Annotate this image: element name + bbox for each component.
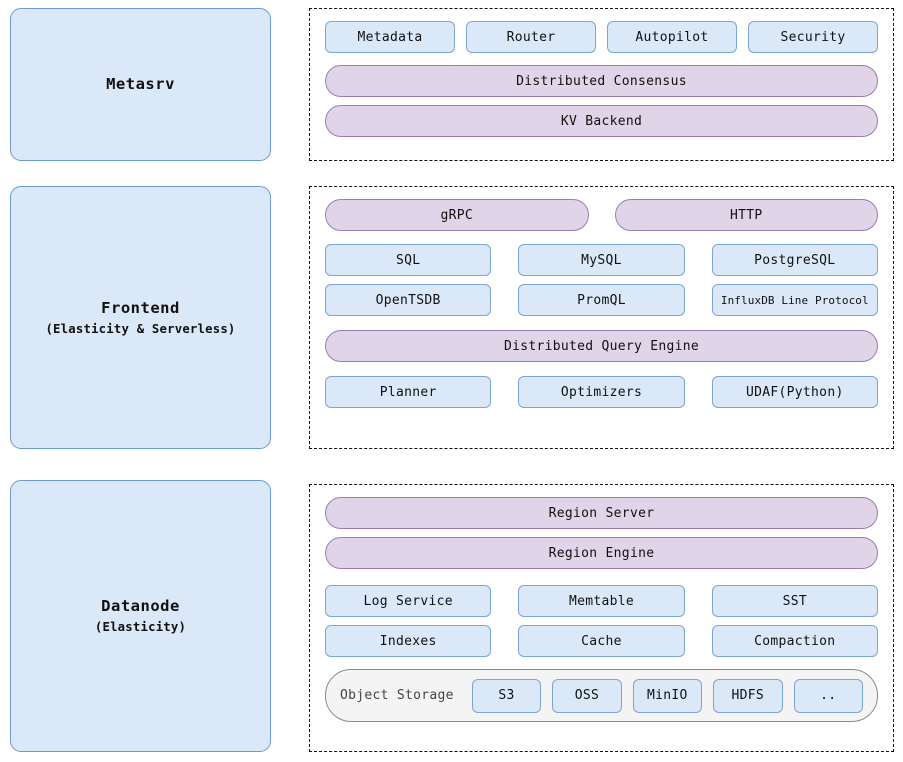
panel-frontend: gRPC HTTP SQL MySQL PostgreSQL OpenTSDB … xyxy=(309,186,894,449)
row-kv-backend: KV Backend xyxy=(325,105,878,137)
node-card-metasrv: Metasrv xyxy=(10,8,271,161)
chip-compaction[interactable]: Compaction xyxy=(711,625,878,657)
row-metasrv-services: Metadata Router Autopilot Security xyxy=(325,21,878,53)
panel-datanode: Region Server Region Engine Log Service … xyxy=(309,484,894,752)
chip-opentsdb[interactable]: OpenTSDB xyxy=(325,284,492,316)
chip-more[interactable]: .. xyxy=(793,678,863,713)
row-frontend-protocols: gRPC HTTP xyxy=(325,199,878,231)
pill-distributed-consensus[interactable]: Distributed Consensus xyxy=(325,65,878,97)
chip-router[interactable]: Router xyxy=(466,21,596,53)
chip-promql[interactable]: PromQL xyxy=(518,284,685,316)
row-region-engine: Region Engine xyxy=(325,537,878,569)
row-distributed-consensus: Distributed Consensus xyxy=(325,65,878,97)
chip-sql[interactable]: SQL xyxy=(325,244,492,276)
chip-hdfs[interactable]: HDFS xyxy=(713,678,783,713)
pill-region-server[interactable]: Region Server xyxy=(325,497,878,529)
node-card-title: Metasrv xyxy=(106,74,175,93)
row-frontend-query-langs-2: OpenTSDB PromQL InfluxDB Line Protocol xyxy=(325,284,878,316)
chip-memtable[interactable]: Memtable xyxy=(518,585,685,617)
chip-sst[interactable]: SST xyxy=(711,585,878,617)
row-frontend-engine-parts: Planner Optimizers UDAF(Python) xyxy=(325,376,878,408)
row-distributed-query-engine: Distributed Query Engine xyxy=(325,330,878,362)
node-card-subtitle: (Elasticity) xyxy=(94,620,187,635)
chip-optimizers[interactable]: Optimizers xyxy=(518,376,685,408)
chip-mysql[interactable]: MySQL xyxy=(518,244,685,276)
object-storage-label: Object Storage xyxy=(340,688,454,703)
object-storage-backends: S3 OSS MinIO HDFS .. xyxy=(471,678,863,713)
pill-kv-backend[interactable]: KV Backend xyxy=(325,105,878,137)
panel-metasrv: Metadata Router Autopilot Security Distr… xyxy=(309,8,894,161)
pill-region-engine[interactable]: Region Engine xyxy=(325,537,878,569)
chip-postgresql[interactable]: PostgreSQL xyxy=(711,244,878,276)
row-region-server: Region Server xyxy=(325,497,878,529)
node-card-subtitle: (Elasticity & Serverless) xyxy=(45,321,236,336)
row-storage-components-2: Indexes Cache Compaction xyxy=(325,625,878,657)
row-storage-components-1: Log Service Memtable SST xyxy=(325,585,878,617)
pill-distributed-query-engine[interactable]: Distributed Query Engine xyxy=(325,330,878,362)
chip-indexes[interactable]: Indexes xyxy=(325,625,492,657)
node-card-datanode: Datanode (Elasticity) xyxy=(10,480,271,752)
chip-s3[interactable]: S3 xyxy=(471,678,542,713)
row-frontend-query-langs-1: SQL MySQL PostgreSQL xyxy=(325,244,878,276)
object-storage-bar: Object Storage S3 OSS MinIO HDFS .. xyxy=(325,669,878,722)
chip-log-service[interactable]: Log Service xyxy=(325,585,492,617)
node-card-frontend: Frontend (Elasticity & Serverless) xyxy=(10,186,271,449)
chip-udaf-python[interactable]: UDAF(Python) xyxy=(711,376,878,408)
chip-oss[interactable]: OSS xyxy=(552,678,622,713)
chip-influxdb-line-protocol[interactable]: InfluxDB Line Protocol xyxy=(711,284,878,316)
row-object-storage: Object Storage S3 OSS MinIO HDFS .. xyxy=(325,669,878,722)
pill-grpc[interactable]: gRPC xyxy=(325,199,589,231)
node-card-title: Datanode xyxy=(101,597,180,616)
chip-autopilot[interactable]: Autopilot xyxy=(607,21,737,53)
pill-http[interactable]: HTTP xyxy=(614,199,878,231)
chip-security[interactable]: Security xyxy=(748,21,878,53)
chip-minio[interactable]: MinIO xyxy=(632,678,703,713)
node-card-title: Frontend xyxy=(101,298,180,317)
chip-metadata[interactable]: Metadata xyxy=(325,21,455,53)
chip-planner[interactable]: Planner xyxy=(325,376,492,408)
chip-cache[interactable]: Cache xyxy=(518,625,685,657)
